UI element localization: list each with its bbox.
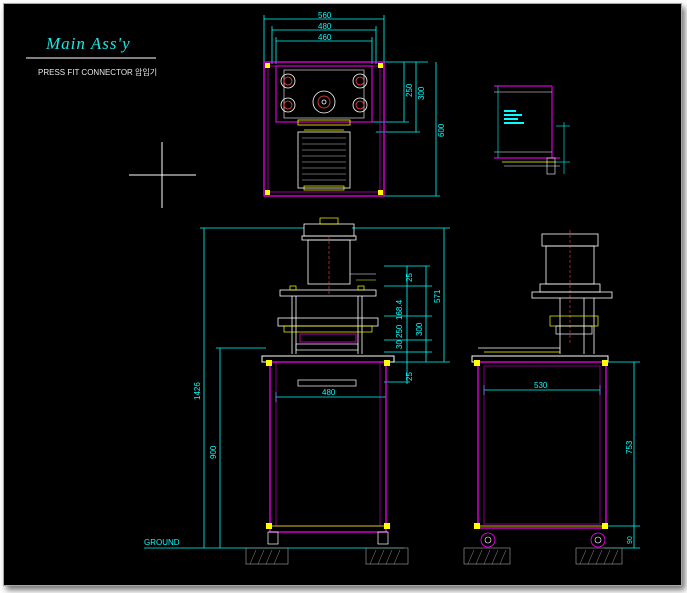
dim-stack-4: 30 <box>395 340 404 349</box>
dim-top-560: 560 <box>318 11 332 20</box>
dim-stack-1: 168.4 <box>395 299 404 320</box>
dim-front-571: 571 <box>433 289 442 303</box>
ground-label: GROUND <box>144 538 180 547</box>
dim-front-1426: 1426 <box>193 382 202 400</box>
dim-front-900: 900 <box>209 445 218 459</box>
dim-stack-2: 250 <box>395 324 404 338</box>
cad-viewport: Main Ass'y PRESS FIT CONNECTOR 압입기 <box>3 3 682 586</box>
dim-table-480: 480 <box>322 388 336 397</box>
dim-top-480: 480 <box>318 22 332 31</box>
drawing-subtitle: PRESS FIT CONNECTOR 압입기 <box>38 68 158 77</box>
dim-side-90: 90 <box>627 536 634 544</box>
top-view: 560 480 460 250 300 600 <box>263 11 446 197</box>
dim-stack-3: 300 <box>415 322 424 336</box>
dim-side-753: 753 <box>625 440 634 454</box>
front-view: 1426 900 571 25 168.4 250 300 30 25 480 … <box>144 217 450 565</box>
dim-top-600: 600 <box>437 123 446 137</box>
dim-stack-0: 25 <box>405 273 414 282</box>
dim-top-250: 250 <box>405 83 414 97</box>
dim-top-460: 460 <box>318 33 332 42</box>
detail-view <box>494 85 570 175</box>
dim-side-530: 530 <box>534 381 548 390</box>
dim-top-300: 300 <box>417 86 426 100</box>
drawing-title: Main Ass'y <box>46 34 131 53</box>
crosshair-cursor <box>129 142 196 208</box>
dim-stack-5: 25 <box>405 372 414 381</box>
assembly-drawing: 560 480 460 250 300 600 <box>26 11 640 565</box>
side-view: 530 753 90 <box>463 230 640 565</box>
